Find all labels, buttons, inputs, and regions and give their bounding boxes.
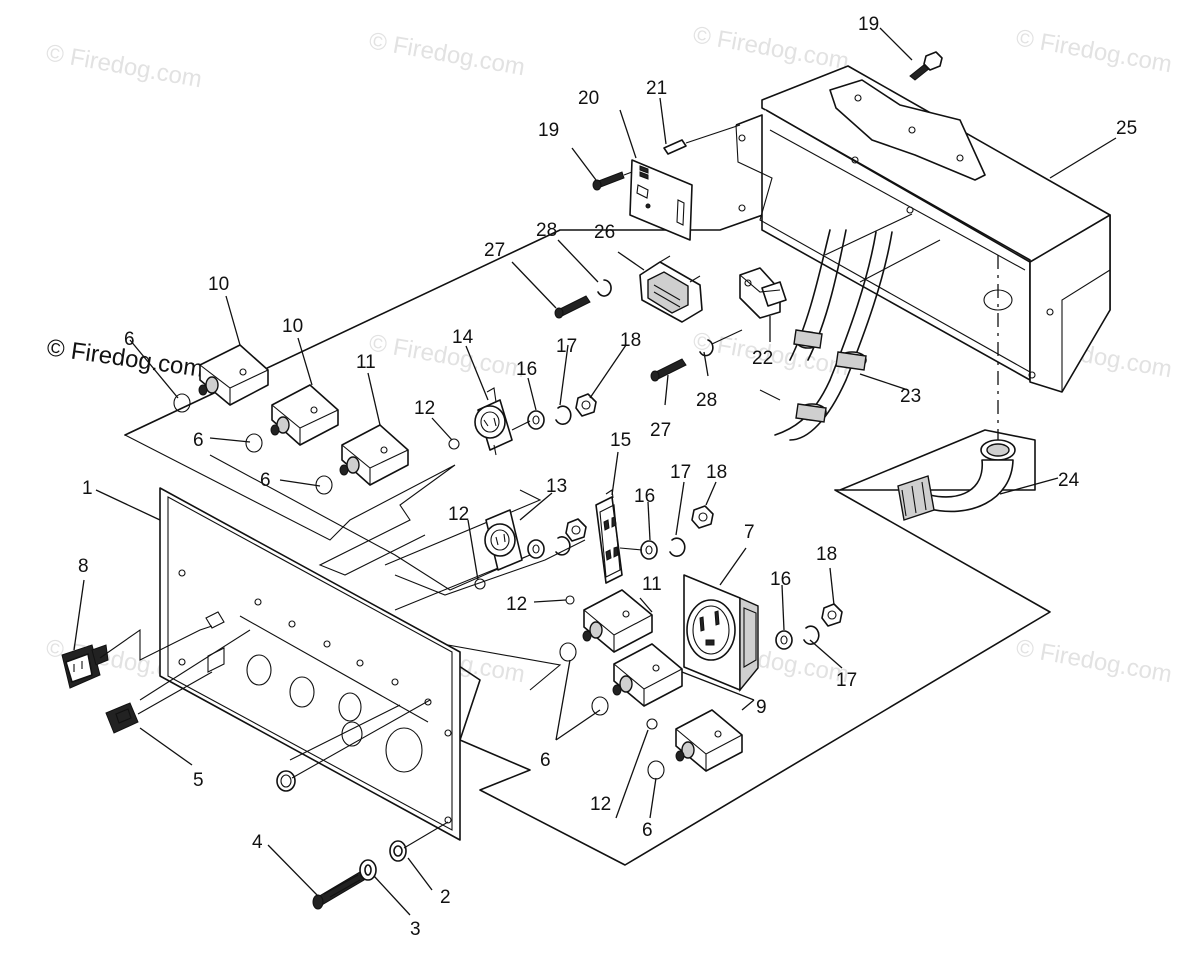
breaker-10-a xyxy=(173,344,269,413)
screw-19-board xyxy=(592,171,633,191)
breaker-10-b xyxy=(245,384,339,453)
screw-27-upper xyxy=(554,279,612,319)
callout-19: 19 xyxy=(858,14,879,35)
callout-17: 17 xyxy=(670,462,691,483)
part-8-receptacle xyxy=(61,625,213,689)
callout-10: 10 xyxy=(282,316,303,337)
callout-24: 24 xyxy=(1058,470,1080,491)
o-ring-12 xyxy=(474,578,486,590)
part-25-housing xyxy=(735,65,1111,393)
watermark-text: © Firedog.com xyxy=(44,39,204,93)
callout-16: 16 xyxy=(770,569,791,590)
breaker-9-a xyxy=(591,643,683,716)
callout-labels: 1 2 3 4 5 6 6 6 6 6 7 8 9 10 10 11 11 12… xyxy=(78,14,1137,940)
callout-12: 12 xyxy=(414,398,435,419)
callout-22: 22 xyxy=(752,348,773,369)
callout-16: 16 xyxy=(516,359,537,380)
callout-12: 12 xyxy=(448,504,469,525)
part-24-elbow xyxy=(897,439,1016,521)
callout-17: 17 xyxy=(556,336,577,357)
o-ring-12 xyxy=(448,438,460,450)
callout-18: 18 xyxy=(620,330,641,351)
watermark-text: © Firedog.com xyxy=(1014,634,1174,688)
part-7-receptacle xyxy=(683,574,843,692)
callout-6: 6 xyxy=(260,470,271,491)
callout-18: 18 xyxy=(706,462,727,483)
part-22-bracket xyxy=(739,267,787,319)
callout-12: 12 xyxy=(590,794,611,815)
part-21-spacer xyxy=(663,139,687,155)
callout-16: 16 xyxy=(634,486,655,507)
callout-28: 28 xyxy=(536,220,557,241)
callout-27: 27 xyxy=(650,420,671,441)
panel-nut xyxy=(276,770,296,792)
callout-11: 11 xyxy=(642,574,662,595)
callout-19: 19 xyxy=(538,120,559,141)
callout-7: 7 xyxy=(744,522,755,543)
callout-28: 28 xyxy=(696,390,717,411)
screw-19-top xyxy=(909,51,943,81)
callout-10: 10 xyxy=(208,274,229,295)
callout-25: 25 xyxy=(1116,118,1137,139)
callout-5: 5 xyxy=(193,770,204,791)
leader-lines xyxy=(73,27,1117,916)
part-14-receptacle xyxy=(474,387,597,456)
part-26-module xyxy=(639,255,703,323)
callout-11: 11 xyxy=(356,352,376,373)
callout-2: 2 xyxy=(440,887,451,908)
routing-lines xyxy=(124,434,586,691)
callout-17: 17 xyxy=(836,670,857,691)
callout-1: 1 xyxy=(82,478,93,499)
callout-4: 4 xyxy=(252,832,263,853)
screw-27-lower xyxy=(650,329,743,382)
callout-6: 6 xyxy=(642,820,653,841)
callout-15: 15 xyxy=(610,430,631,451)
watermark-text: © Firedog.com xyxy=(367,27,527,81)
callout-6: 6 xyxy=(124,329,135,350)
callout-14: 14 xyxy=(452,327,474,348)
callout-6: 6 xyxy=(540,750,551,771)
watermark-text: © Firedog.com xyxy=(1014,24,1174,78)
callout-12: 12 xyxy=(506,594,527,615)
part-20-board xyxy=(629,159,693,241)
screw-stack-4-3-2 xyxy=(312,821,449,910)
breaker-9-b xyxy=(647,709,743,780)
callout-3: 3 xyxy=(410,919,421,940)
callout-21: 21 xyxy=(646,78,667,99)
o-ring-12 xyxy=(646,718,658,730)
breaker-11-b xyxy=(559,589,653,662)
callout-8: 8 xyxy=(78,556,89,577)
part-5-switch xyxy=(105,671,213,734)
callout-26: 26 xyxy=(594,222,615,243)
watermark-text: © Firedog.com xyxy=(367,329,527,383)
callout-20: 20 xyxy=(578,88,599,109)
part-13-receptacle xyxy=(484,509,587,571)
callout-27: 27 xyxy=(484,240,505,261)
callout-9: 9 xyxy=(756,697,767,718)
watermark-text: © Firedog.com xyxy=(691,21,851,75)
callout-18: 18 xyxy=(816,544,837,565)
callout-13: 13 xyxy=(546,476,567,497)
part-23-cables xyxy=(759,229,893,441)
callout-6: 6 xyxy=(193,430,204,451)
breaker-11-a xyxy=(315,424,409,495)
front-panel xyxy=(139,487,461,841)
o-ring-12 xyxy=(565,595,575,605)
callout-23: 23 xyxy=(900,386,921,407)
part-15-duplex-receptacle xyxy=(595,489,714,584)
